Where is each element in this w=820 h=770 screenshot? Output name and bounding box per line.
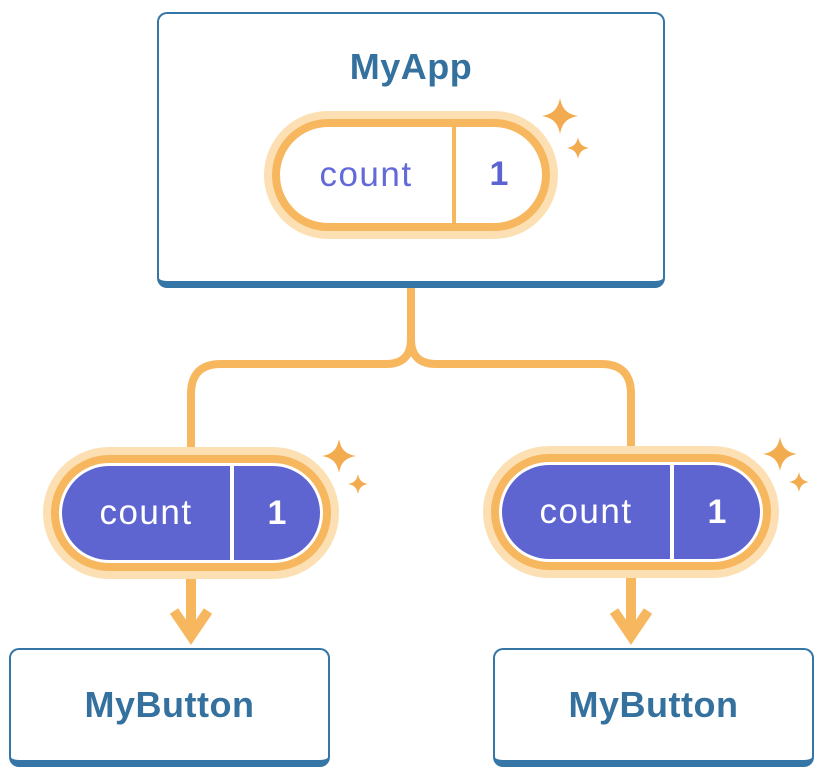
state-pill-ring: count 1 xyxy=(491,454,771,570)
component-title-myapp: MyApp xyxy=(349,46,473,87)
state-pill-ring: count 1 xyxy=(272,118,550,231)
state-name: count xyxy=(99,493,193,532)
mybutton-component-card-right: MyButton xyxy=(493,648,814,767)
state-name: count xyxy=(319,154,413,194)
state-value: 1 xyxy=(230,466,320,560)
state-value: 1 xyxy=(452,126,542,223)
component-title-mybutton: MyButton xyxy=(568,683,739,725)
connector-branch-right xyxy=(407,282,635,458)
state-pill-left-child: count 1 xyxy=(43,447,339,579)
state-pill-root: count 1 xyxy=(264,110,558,239)
state-value: 1 xyxy=(670,465,760,559)
arrow-down-icon xyxy=(169,575,213,645)
mybutton-component-card-left: MyButton xyxy=(9,648,330,767)
connector-branch-left xyxy=(187,282,415,458)
arrow-down-icon xyxy=(609,575,653,645)
myapp-component-card: MyApp count 1 xyxy=(157,12,665,288)
state-pill-right-child: count 1 xyxy=(483,446,779,578)
component-title-mybutton: MyButton xyxy=(84,683,255,725)
state-pill-ring: count 1 xyxy=(51,455,331,571)
state-name: count xyxy=(539,492,633,531)
